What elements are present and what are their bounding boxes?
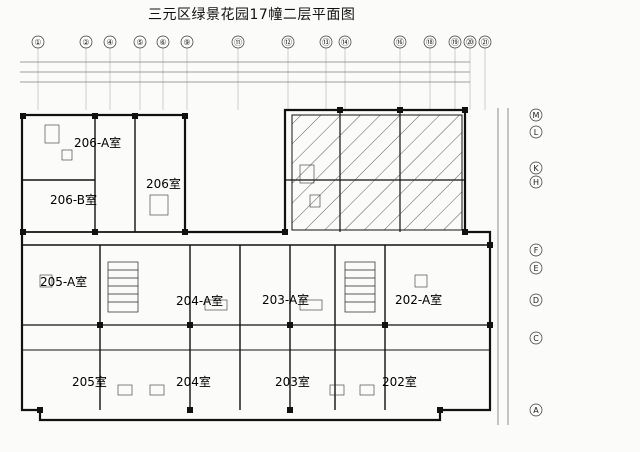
right-axis-label: A [533, 406, 539, 415]
room-label-203a: 203-A室 [262, 293, 310, 307]
right-axis-label: D [533, 296, 539, 305]
top-axis-marker: ⑲ [448, 35, 462, 110]
top-axis-label: ⑬ [322, 38, 330, 47]
top-dimension-lines [20, 61, 470, 83]
right-axis-marker: K [529, 161, 543, 175]
fixtures [39, 124, 428, 396]
top-axis-marker: ⑬ [319, 35, 333, 110]
top-axis-marker: ① [31, 35, 45, 110]
right-axis-marker: F [529, 243, 543, 257]
drawing-title: 三元区绿景花园17幢二层平面图 [148, 7, 356, 23]
right-axis-label: C [533, 334, 539, 343]
top-axis-label: ⑪ [234, 38, 242, 47]
top-axis-label: ⑳ [466, 38, 474, 47]
right-axis-label: E [533, 264, 538, 273]
room-label-202: 202室 [382, 375, 417, 389]
room-label-204a: 204-A室 [176, 294, 224, 308]
top-axis-label: ⑯ [396, 38, 404, 47]
top-axis-marker: ⑪ [231, 35, 245, 110]
top-axis-marker: ⑤ [133, 35, 147, 110]
top-axis-label: ㉑ [481, 38, 489, 47]
top-axis-label: ⑥ [159, 38, 166, 47]
top-axis-label: ④ [106, 38, 113, 47]
right-axis-marker: D [529, 293, 543, 307]
top-axis-label: ⑫ [284, 38, 292, 47]
room-label-202a: 202-A室 [395, 293, 443, 307]
room-label-205a: 205-A室 [40, 275, 88, 289]
top-axis-marker: ⑥ [156, 35, 170, 110]
top-axis-label: ⑲ [451, 38, 459, 47]
top-axis-marker: ⑱ [423, 35, 437, 110]
top-axis-label: ① [34, 38, 41, 47]
top-axis-label: ⑨ [183, 38, 190, 47]
room-label-204: 204室 [176, 375, 211, 389]
stair-right [344, 261, 376, 313]
right-axis-marker: E [529, 261, 543, 275]
top-axis-label: ⑤ [136, 38, 143, 47]
room-label-203: 203室 [275, 375, 310, 389]
room-label-206: 206室 [146, 177, 181, 191]
right-axis-label: L [534, 128, 539, 137]
right-axis-marker: H [529, 175, 543, 189]
right-axis-markers: ML KH FE D C A [529, 108, 543, 417]
top-axis-marker: ⑭ [338, 35, 352, 110]
room-label-206a: 206-A室 [74, 136, 122, 150]
top-axis-marker: ⑨ [180, 35, 194, 110]
top-axis-label: ⑱ [426, 38, 434, 47]
top-axis-marker: ⑫ [281, 35, 295, 110]
top-axis-marker: ② [79, 35, 93, 110]
right-axis-label: K [533, 164, 539, 173]
right-axis-marker: M [529, 108, 543, 122]
top-axis-marker: ⑯ [393, 35, 407, 110]
right-axis-marker: A [529, 403, 543, 417]
right-axis-label: F [534, 246, 539, 255]
right-axis-marker: L [529, 125, 543, 139]
right-axis-label: H [533, 178, 539, 187]
room-label-205: 205室 [72, 375, 107, 389]
right-axis-marker: C [529, 331, 543, 345]
right-axis-label: M [533, 111, 540, 120]
structural-columns [20, 107, 493, 413]
stair-left [107, 261, 139, 313]
top-axis-label: ② [82, 38, 89, 47]
right-dimension-lines [497, 108, 509, 425]
top-axis-marker: ④ [103, 35, 117, 110]
top-axis-label: ⑭ [341, 38, 349, 47]
top-axis-marker: ㉑ [478, 35, 492, 110]
room-label-206b: 206-B室 [50, 193, 98, 207]
hatched-unit [291, 114, 463, 231]
top-axis-marker: ⑳ [463, 35, 477, 110]
